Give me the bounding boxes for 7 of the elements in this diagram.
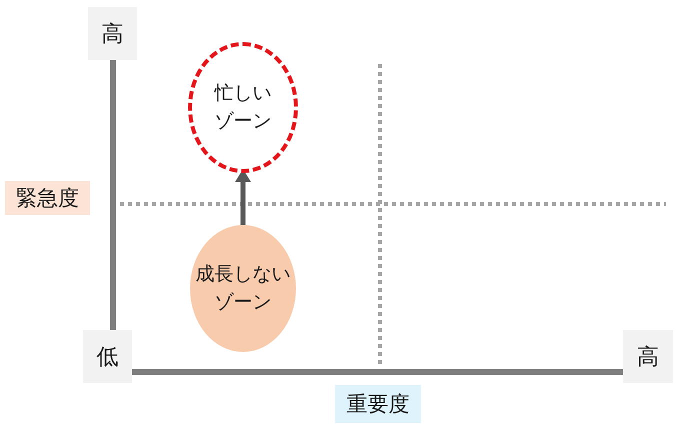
axis-title: 緊急度 bbox=[5, 181, 90, 215]
axis-title: 重要度 bbox=[335, 385, 421, 423]
zone-oval: 成長しないゾーン bbox=[190, 225, 296, 352]
dashed-zone-circle: 忙しいゾーン bbox=[188, 42, 298, 173]
axis-end-label: 高 bbox=[623, 330, 673, 383]
axis-end-label: 高 bbox=[88, 7, 137, 60]
axis-end-label: 低 bbox=[83, 330, 132, 383]
